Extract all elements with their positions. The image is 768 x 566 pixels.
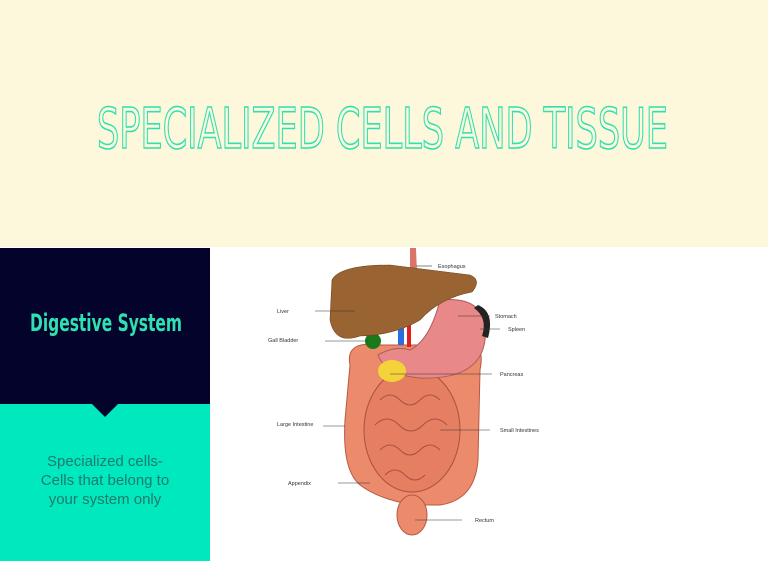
liver-shape xyxy=(329,264,477,339)
description-text: Specialized cells- Cells that belong to … xyxy=(10,452,200,509)
label-pancreas: Pancreas xyxy=(500,372,523,378)
description-panel: Specialized cells- Cells that belong to … xyxy=(0,404,210,561)
diagram-svg: Esophagus Liver Gall Bladder Stomach Spl… xyxy=(268,248,539,536)
title-banner: SPECIALIZED CELLS AND TISSUE xyxy=(0,0,768,247)
label-gall-bladder: Gall Bladder xyxy=(268,338,298,344)
spleen-shape xyxy=(474,305,491,338)
label-large-intestine: Large Intestine xyxy=(277,422,313,428)
label-esophagus: Esophagus xyxy=(438,264,466,270)
description-line: Cells that belong to xyxy=(40,472,170,489)
section-heading-svg: Digestive System xyxy=(30,309,182,337)
label-spleen: Spleen xyxy=(508,327,525,333)
rectum-shape xyxy=(396,494,428,536)
pointer-arrow-icon xyxy=(92,404,118,417)
label-liver: Liver xyxy=(277,309,289,315)
description-line: your system only xyxy=(48,491,162,508)
label-appendix: Appendix xyxy=(288,481,311,487)
gall-bladder-shape xyxy=(365,333,381,349)
pancreas-shape xyxy=(378,360,406,382)
slide-title-svg: SPECIALIZED CELLS AND TISSUE xyxy=(96,96,669,163)
label-small-intestines: Small Intestines xyxy=(500,428,539,434)
slide-title: SPECIALIZED CELLS AND TISSUE xyxy=(97,97,668,162)
description-line: Specialized cells- xyxy=(47,453,163,470)
label-rectum: Rectum xyxy=(475,518,494,524)
digestive-system-diagram: Esophagus Liver Gall Bladder Stomach Spl… xyxy=(211,248,768,561)
section-heading: Digestive System xyxy=(30,309,182,337)
label-stomach: Stomach xyxy=(495,314,517,320)
section-header-panel: Digestive System xyxy=(0,248,210,404)
